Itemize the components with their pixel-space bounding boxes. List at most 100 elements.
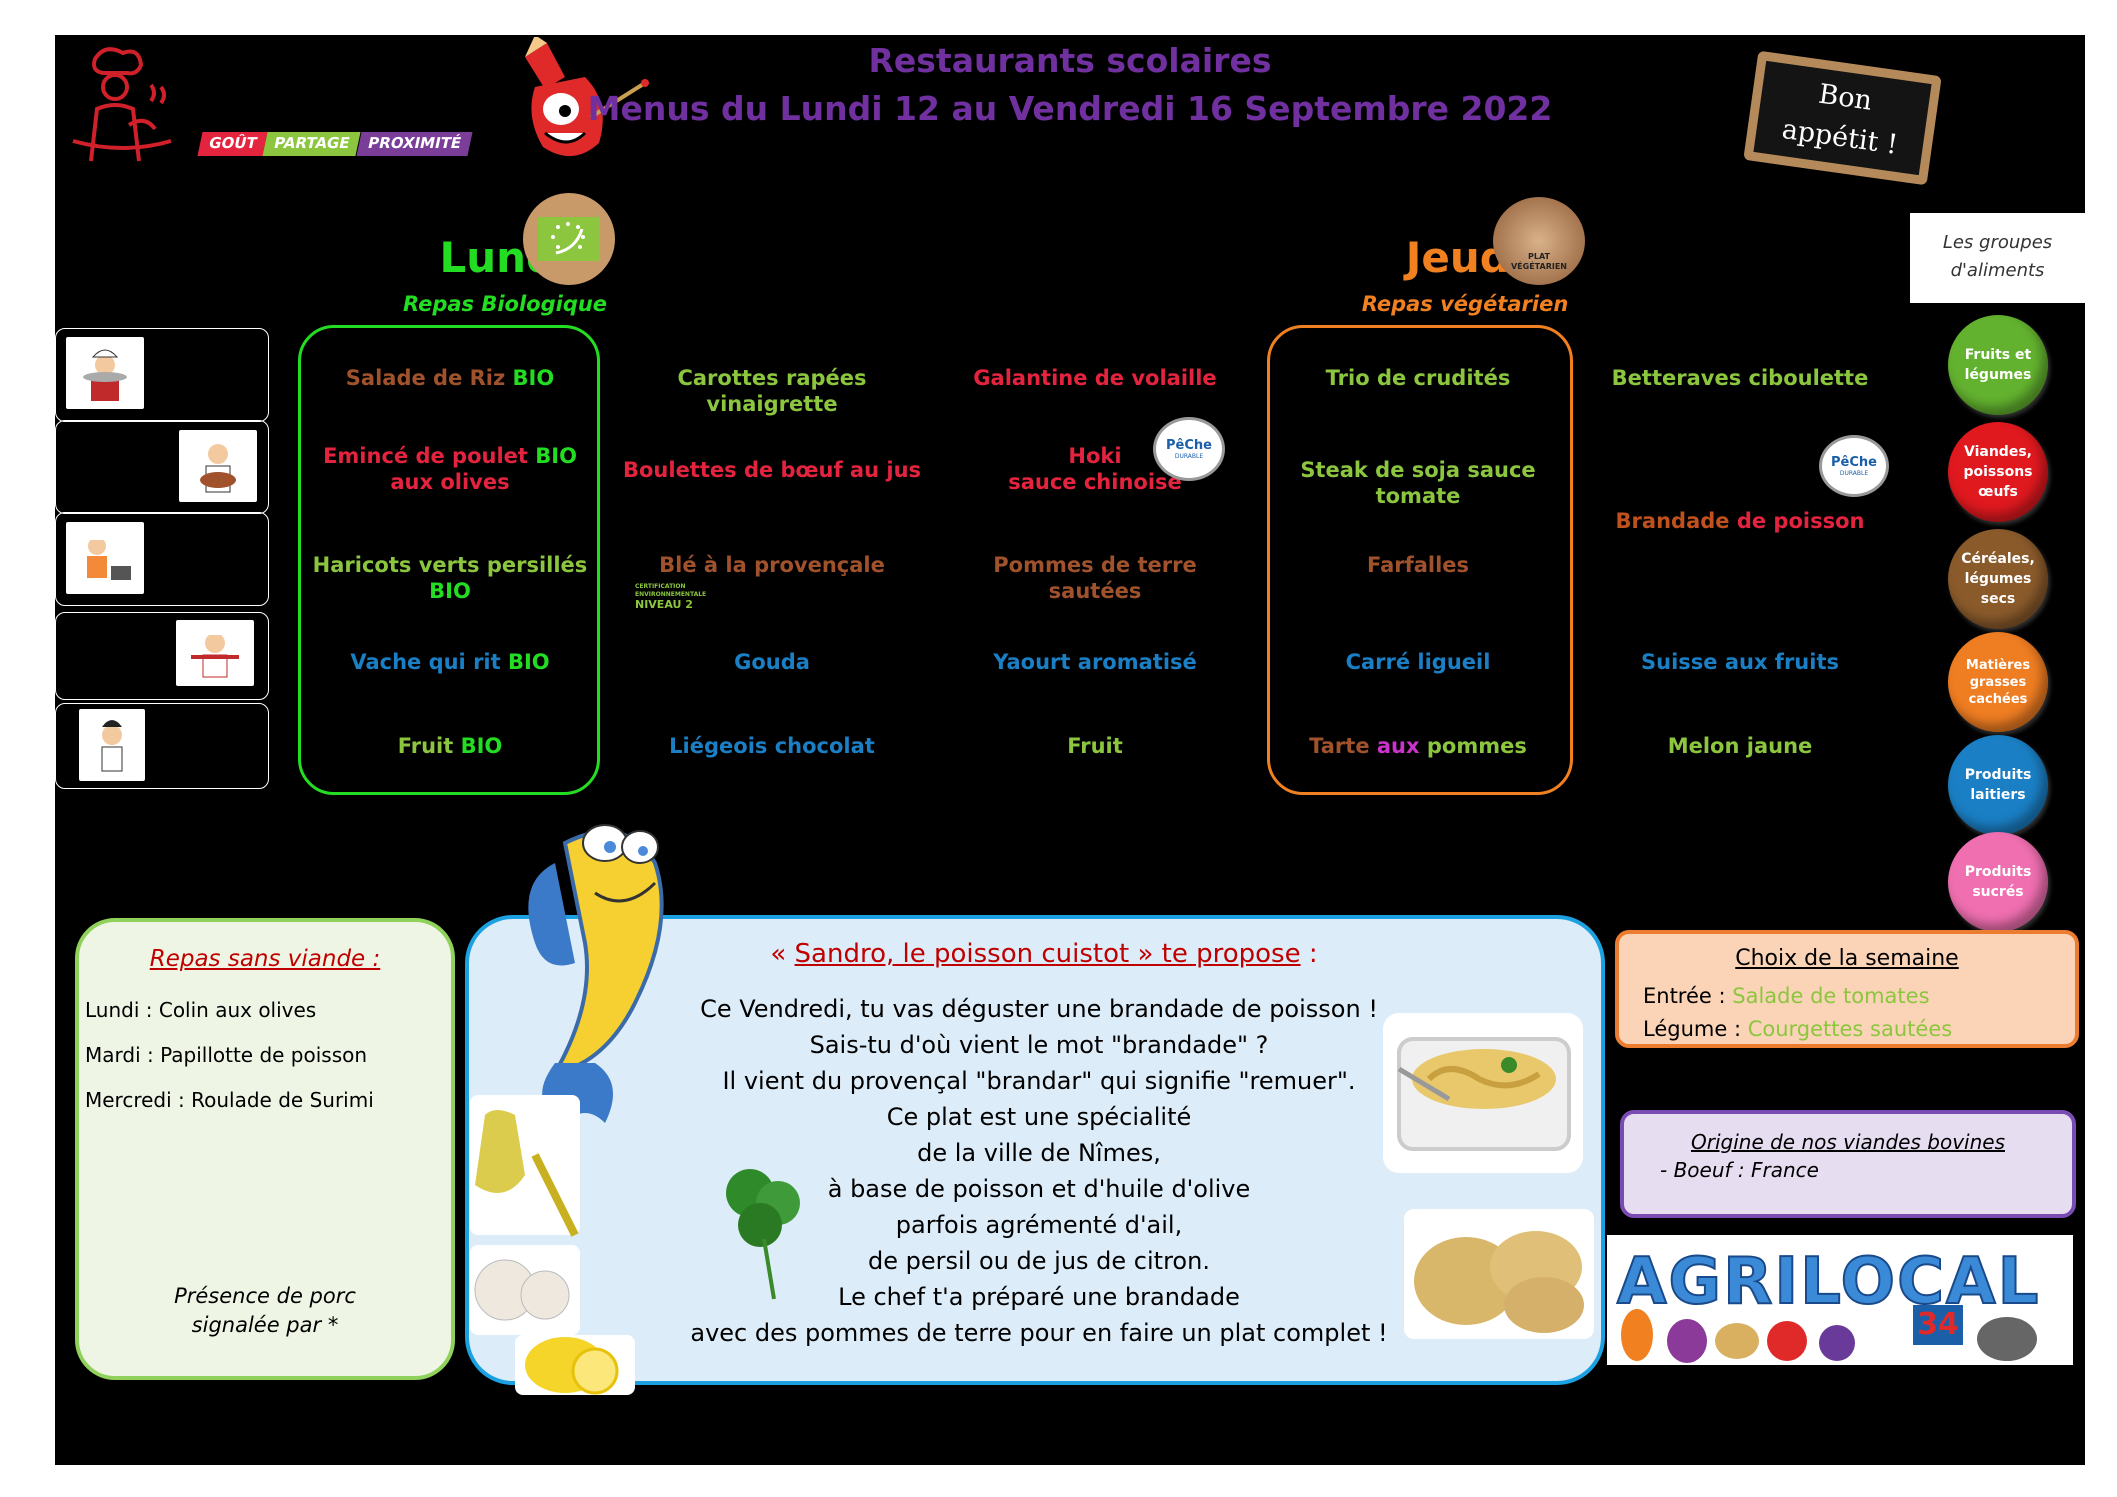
fri-plat: Brandade de poisson [1590,508,1890,534]
course-laitage [55,612,269,700]
mon-plat: Emincé de poulet BIO aux olives [300,443,600,495]
chef-girl-icon [79,709,145,781]
page-subtitle: Menus du Lundi 12 au Vendredi 16 Septemb… [587,89,1553,128]
mon-accomp-text: Haricots verts persillés [312,553,588,577]
thursday-frame [1267,325,1573,795]
certification-hve-badge: CERTIFICATION ENVIRONNEMENTALE NIVEAU 2 [635,583,715,613]
sandro-title-link: Sandro, le poisson cuistot » te propose [794,939,1301,969]
choix-title: Choix de la semaine [1735,946,1959,971]
slogan-bar: GOÛT PARTAGE PROXIMITÉ [197,132,473,156]
thu-laitage: Carré ligueil [1345,650,1491,674]
mon-accomp: Haricots verts persillés BIO [300,552,600,604]
fri-laitage: Suisse aux fruits [1641,650,1839,674]
grp-text: poissons [1963,464,2033,480]
origine-line: - Boeuf : France [1660,1158,1819,1182]
bio-badge [523,193,615,285]
thu-plat: Steak de soja sauce tomate [1300,458,1536,508]
grp-text: œufs [1978,484,2018,500]
grp-text: Céréales, [1961,551,2035,567]
tue-accomp: Blé à la provençale [659,553,885,577]
tue-plat: Boulettes de bœuf au jus [622,458,922,482]
grp-text: grasses [1969,674,2027,690]
grp-text: Produits [1964,767,2032,783]
ingredients-icon [470,1095,635,1395]
peche-sub: DURABLE [1839,470,1869,477]
chef-cooking-icon [66,522,144,594]
sandro-line: avec des pommes de terre pour en faire u… [690,1319,1388,1347]
grp-text: légumes [1964,367,2032,383]
grp-text: secs [1980,591,2016,607]
wed-plat-line2: sauce chinoise [1008,470,1182,494]
day-thursday-sub: Repas végétarien [1361,292,1569,316]
fri-entree: Betteraves ciboulette [1611,366,1869,390]
slogan-gout: GOÛT [197,132,269,156]
choix-entree-value: Salade de tomates [1732,984,1930,1008]
mon-laitage: Vache qui rit BIO [300,649,600,675]
wed-laitage: Yaourt aromatisé [993,650,1197,674]
porc-notice: Présence de porc signalée par * [79,1282,451,1340]
agrilocal-word: AGRILOCAL [1616,1244,2041,1320]
thu-accomp: Farfalles [1366,553,1470,577]
thu-dessert-text1: Tarte [1309,734,1377,758]
sandro-line: Le chef t'a préparé une brandade [838,1283,1240,1311]
grp-text: laitiers [1970,787,2026,803]
mon-laitage-text: Vache qui rit [350,650,508,674]
sandro-line: à base de poisson et d'huile d'olive [827,1175,1251,1203]
slogan-partage: PARTAGE [262,132,362,156]
grp-text: Viandes, [1964,444,2032,460]
groups-title-line1: Les groupes [1942,232,2053,253]
slogan-proximite: PROXIMITÉ [356,132,473,156]
sans-viande-list: Lundi : Colin aux olives Mardi : Papillo… [85,988,374,1123]
peche-durable-badge: PêChe DURABLE [1153,417,1225,481]
group-produits-laitiers: Produits laitiers [1948,735,2048,835]
grp-text: légumes [1964,571,2032,587]
course-entree [55,328,269,422]
certif-line1: CERTIFICATION [635,583,686,590]
peche-sub: DURABLE [1174,453,1204,460]
bio-leaf-icon [538,217,600,261]
chef-tray-icon [176,620,254,686]
porc-line2: signalée par * [191,1313,339,1337]
sandro-title: « Sandro, le poisson cuistot » te propos… [629,939,1459,969]
mon-entree: Salade de Riz BIO [300,365,600,391]
grp-text: Matières [1965,657,2031,673]
choix-entree-label: Entrée : [1643,984,1733,1008]
sandro-title-suffix: : [1300,939,1318,969]
sans-viande-item: Lundi : Colin aux olives [85,998,317,1022]
peche-label: PêChe [1166,438,1212,453]
mon-plat-text: Emincé de poulet [323,444,536,468]
sans-viande-item: Mardi : Papillotte de poisson [85,1043,368,1067]
sandro-line: Ce Vendredi, tu vas déguster une brandad… [700,995,1378,1023]
agrilocal-logo: AGRILOCAL 34 [1607,1235,2073,1365]
sans-viande-title: Repas sans viande : [149,946,381,972]
monday-frame [298,325,600,795]
tue-dessert: Liégeois chocolat [669,734,875,758]
brandade-dish-icon [1383,1013,1583,1173]
sans-viande-item: Mercredi : Roulade de Surimi [85,1088,374,1112]
chef-roast-icon [179,430,257,502]
group-viandes: Viandes, poissons œufs [1948,422,2048,522]
fri-plat-text2: de poisson [1736,509,1865,533]
agrilocal-number: 34 [1913,1305,1963,1345]
vegetables-icon [1621,1309,2037,1363]
tue-laitage: Gouda [734,650,810,674]
fri-plat-text1: Brandade [1615,509,1737,533]
chef-logo-icon [72,47,172,162]
sandro-line: Il vient du provençal "brandar" qui sign… [722,1067,1356,1095]
potatoes-icon [1404,1209,1594,1339]
mon-entree-text: Salade de Riz [345,366,513,390]
day-monday: Lundi [439,233,571,282]
wed-dessert: Fruit [1067,734,1123,758]
sandro-line: Ce plat est une spécialité [886,1103,1192,1131]
grp-text: cachées [1968,691,2028,707]
certif-line2: ENVIRONNEMENTALE [635,591,707,598]
sandro-title-prefix: « [770,939,795,969]
sandro-panel: « Sandro, le poisson cuistot » te propos… [465,915,1605,1385]
mon-dessert-text: Fruit [397,734,461,758]
sandro-fish-icon [528,824,664,1123]
choix-legume: Légume : Courgettes sautées [1643,1013,1952,1046]
course-accompagnement [55,512,269,606]
bio-label: BIO [429,579,471,603]
